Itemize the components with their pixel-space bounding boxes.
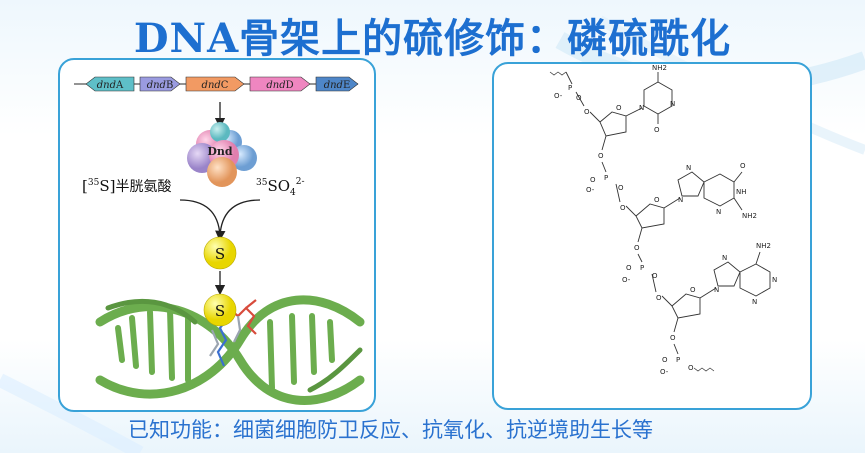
svg-text:NH2: NH2 — [756, 242, 771, 250]
gene-arrow-dndc: dndC — [185, 76, 245, 92]
svg-text:O: O — [654, 126, 660, 134]
svg-text:N: N — [752, 298, 757, 306]
dna-double-helix — [95, 295, 365, 405]
svg-text:O: O — [690, 286, 696, 294]
svg-text:O: O — [652, 272, 658, 280]
gene-label: dndC — [202, 80, 229, 91]
gene-arrow-dndd: dndD — [249, 76, 311, 92]
svg-text:S: S — [215, 302, 225, 320]
svg-text:O: O — [670, 334, 676, 342]
svg-text:O: O — [598, 152, 604, 160]
svg-text:O: O — [590, 176, 596, 184]
svg-text:O: O — [626, 264, 632, 272]
svg-text:P: P — [640, 264, 644, 272]
gene-label: dndA — [97, 80, 124, 91]
svg-text:NH2: NH2 — [652, 64, 667, 72]
svg-text:O: O — [584, 108, 590, 116]
sulfur-atom-intermediate: S — [203, 236, 237, 270]
dnd-protein-complex: Dnd — [187, 122, 257, 187]
svg-text:O: O — [634, 244, 640, 252]
gene-arrow-dnde: dndE — [315, 76, 359, 92]
svg-text:O-: O- — [586, 186, 595, 194]
gene-label: dndB — [147, 80, 174, 91]
sulfur-atom-on-dna: S — [203, 293, 237, 327]
gene-label: dndD — [266, 80, 293, 91]
svg-text:NH2: NH2 — [742, 212, 757, 220]
svg-text:O: O — [654, 196, 660, 204]
svg-text:N: N — [639, 104, 644, 112]
svg-text:O: O — [620, 204, 626, 212]
phosphorothioate-structure: P O- O O O O NH2 N N O P O O- O O O O — [549, 64, 777, 376]
svg-text:P: P — [676, 356, 680, 364]
svg-text:S: S — [215, 245, 225, 263]
gene-arrow-dnda: dndA — [85, 76, 135, 92]
svg-text:P: P — [568, 84, 572, 92]
svg-text:O-: O- — [660, 368, 669, 376]
dnd-gene-cluster: dndA dndB dndC dndD dndE — [85, 76, 359, 92]
svg-text:N: N — [714, 286, 719, 294]
complex-label: Dnd — [207, 145, 233, 158]
page-title: DNA骨架上的硫修饰：磷硫酰化 — [133, 15, 732, 62]
svg-text:O: O — [618, 184, 624, 192]
svg-text:O: O — [616, 104, 622, 112]
svg-text:O: O — [740, 162, 746, 170]
svg-text:O-: O- — [554, 92, 563, 100]
svg-text:O-: O- — [622, 276, 631, 284]
pathway-panel: dndA dndB dndC dndD dndE Dnd [35S]半胱氨酸 35SO4… — [58, 58, 376, 412]
svg-text:N: N — [670, 100, 675, 108]
svg-text:P: P — [604, 174, 608, 182]
svg-text:N: N — [678, 196, 683, 204]
svg-text:NH: NH — [736, 188, 747, 196]
gene-label: dndE — [324, 80, 351, 91]
known-functions-caption: 已知功能：细菌细胞防卫反应、抗氧化、抗逆境助生长等 — [128, 418, 653, 442]
chemical-structure-panel: P O- O O O O NH2 N N O P O O- O O O O — [492, 62, 812, 410]
svg-text:O: O — [656, 294, 662, 302]
pathway-diagram: dndA dndB dndC dndD dndE Dnd [35S]半胱氨酸 35SO4… — [74, 76, 365, 405]
svg-text:N: N — [772, 276, 777, 284]
cysteine-source-label: [35S]半胱氨酸 — [82, 177, 171, 195]
svg-text:O: O — [688, 364, 694, 372]
svg-text:O: O — [662, 356, 668, 364]
svg-text:N: N — [716, 208, 721, 216]
sulfate-source-label: 35SO42- — [256, 177, 305, 198]
gene-arrow-dndb: dndB — [139, 76, 181, 92]
svg-text:N: N — [722, 254, 727, 262]
svg-text:N: N — [686, 164, 691, 172]
